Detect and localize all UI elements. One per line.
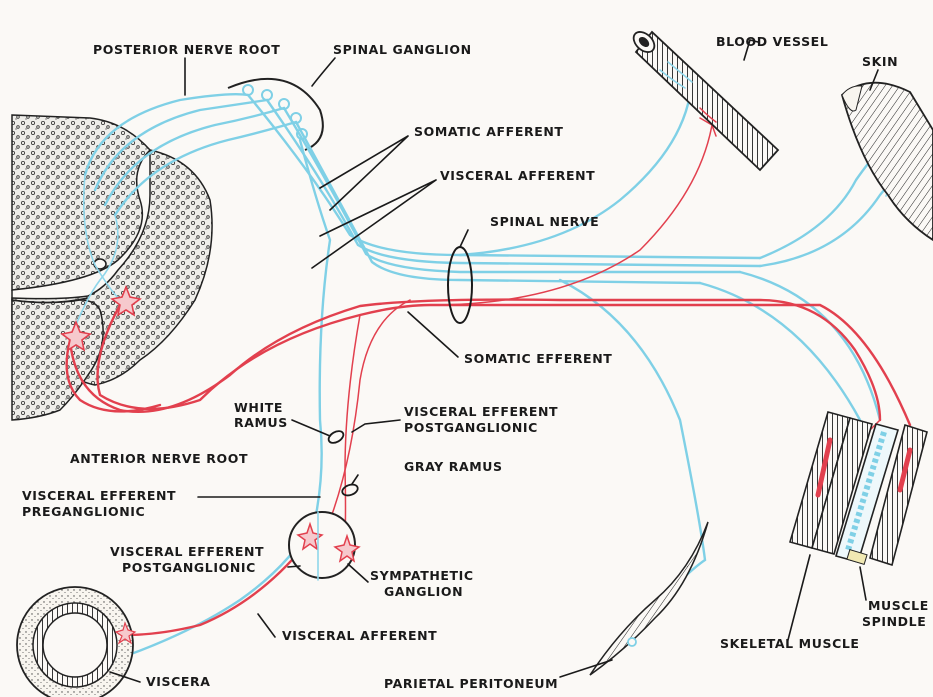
label-visceral-efferent-postganglionic-top-2: POSTGANGLIONIC xyxy=(404,420,538,435)
label-skeletal-muscle: SKELETAL MUSCLE xyxy=(720,636,860,651)
label-blood-vessel: BLOOD VESSEL xyxy=(716,34,828,49)
label-spinal-nerve: SPINAL NERVE xyxy=(490,214,599,229)
white-ramus-loop xyxy=(327,429,346,446)
skin xyxy=(842,83,933,240)
label-somatic-afferent: SOMATIC AFFERENT xyxy=(414,124,564,139)
label-parietal-peritoneum: PARIETAL PERITONEUM xyxy=(384,676,558,691)
label-visceral-efferent-postganglionic-top-1: VISCERAL EFFERENT xyxy=(404,404,558,419)
label-gray-ramus: GRAY RAMUS xyxy=(404,459,503,474)
label-visceral-efferent-preganglionic-2: PREGANGLIONIC xyxy=(22,504,145,519)
label-visceral-afferent-bottom: VISCERAL AFFERENT xyxy=(282,628,437,643)
gray-ramus-loop xyxy=(341,483,359,498)
label-sympathetic-ganglion-2: GANGLION xyxy=(384,584,463,599)
label-anterior-nerve-root: ANTERIOR NERVE ROOT xyxy=(70,451,248,466)
label-sympathetic-ganglion-1: SYMPATHETIC xyxy=(370,568,474,583)
label-viscera: VISCERA xyxy=(146,674,211,689)
viscera xyxy=(17,587,135,697)
label-white-ramus-1: WHITE xyxy=(234,400,283,415)
label-spinal-ganglion: SPINAL GANGLION xyxy=(333,42,472,57)
parietal-peritoneum xyxy=(590,522,708,675)
spinal-nerve-loop xyxy=(448,247,472,323)
blood-vessel xyxy=(630,28,778,170)
label-somatic-efferent: SOMATIC EFFERENT xyxy=(464,351,612,366)
label-muscle-spindle-1: MUSCLE xyxy=(868,598,929,613)
spinal-ganglion xyxy=(228,79,323,150)
label-muscle-spindle-2: SPINDLE xyxy=(862,614,926,629)
sympathetic-ganglion xyxy=(289,512,359,580)
label-white-ramus-2: RAMUS xyxy=(234,415,288,430)
label-skin: SKIN xyxy=(862,54,898,69)
label-visceral-afferent-top: VISCERAL AFFERENT xyxy=(440,168,595,183)
label-posterior-nerve-root: POSTERIOR NERVE ROOT xyxy=(93,42,280,57)
label-visceral-efferent-postganglionic-bottom-1: VISCERAL EFFERENT xyxy=(110,544,264,559)
label-visceral-efferent-preganglionic-1: VISCERAL EFFERENT xyxy=(22,488,176,503)
label-visceral-efferent-postganglionic-bottom-2: POSTGANGLIONIC xyxy=(122,560,256,575)
